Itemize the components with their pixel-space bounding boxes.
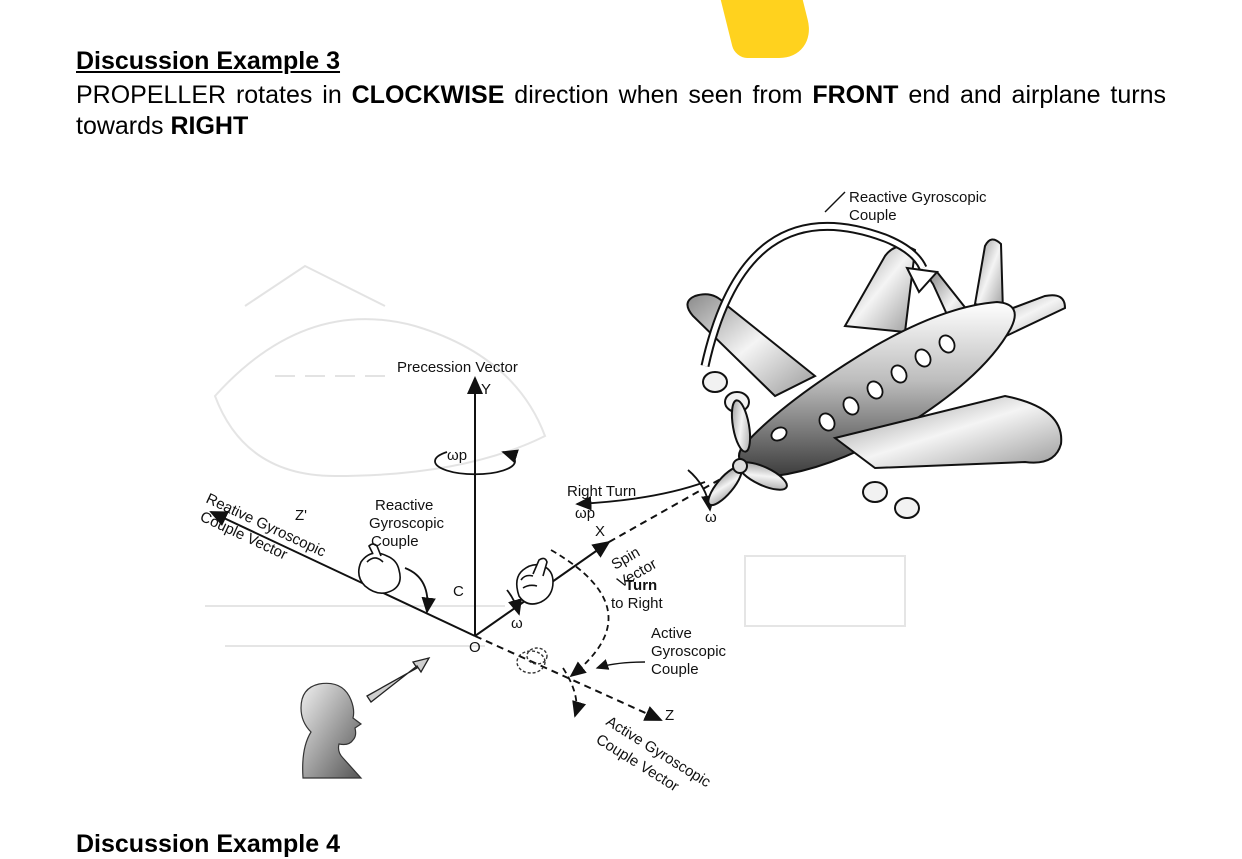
turn-to-right-label: Turn <box>625 577 657 594</box>
active-couple-label: Couple <box>651 661 699 678</box>
reactive-couple-top-label: Couple <box>849 207 897 224</box>
active-couple-swirl <box>516 647 548 674</box>
omega-p-label: ωp <box>447 447 467 464</box>
y-axis-label: Y <box>481 381 491 398</box>
active-couple-label: Active <box>651 625 692 642</box>
c-label: C <box>453 583 464 600</box>
statement-keyword: CLOCKWISE <box>351 81 505 109</box>
active-couple-arrow <box>562 667 587 718</box>
gyroscope-diagram: Reactive Gyroscopic Couple Precession Ve… <box>185 176 1085 808</box>
reactive-couple-label: Reactive <box>375 497 433 514</box>
z-prime-axis-line <box>209 511 476 637</box>
turn-to-right-label: to Right <box>611 595 664 612</box>
faded-background-sketch <box>205 264 906 647</box>
right-turn-label: Right Turn <box>567 483 636 500</box>
x-axis-label: X <box>595 523 605 540</box>
reactive-couple-curved-arrow <box>700 221 940 367</box>
z-prime-axis-label: Z' <box>295 507 307 524</box>
statement-text: end and airplane turns towards <box>76 81 1166 140</box>
statement-keyword: FRONT <box>812 81 899 109</box>
active-couple-pointer <box>595 659 646 670</box>
precession-vector-label: Precession Vector <box>397 359 518 376</box>
statement-text: direction when seen from <box>504 81 813 109</box>
section-heading: Discussion Example 3 <box>76 47 341 75</box>
next-section-heading: Discussion Example 4 <box>76 830 341 858</box>
origin-label: O <box>469 639 481 656</box>
omega-label: ω <box>511 615 523 632</box>
airplane-illustration <box>686 238 1067 519</box>
right-turn-arrow <box>575 481 706 511</box>
z-axis-label: Z <box>665 707 674 724</box>
viewing-direction-arrow <box>366 656 431 703</box>
spin-hand-icon <box>515 557 554 605</box>
diagram-canvas: Reactive Gyroscopic Couple Precession Ve… <box>197 189 1067 795</box>
reactive-couple-label: Gyroscopic <box>369 515 445 532</box>
statement-keyword: RIGHT <box>170 112 249 140</box>
reactive-couple-top-label: Reactive Gyroscopic <box>849 189 987 206</box>
spin-hand-arc <box>506 589 522 616</box>
propeller-spin-arrow <box>687 469 716 512</box>
turn-to-right-arc <box>550 549 610 678</box>
reactive-hand-icon <box>357 543 401 594</box>
label-leader-line <box>824 191 846 213</box>
omega-label: ω <box>705 509 717 526</box>
problem-statement: PROPELLER rotates in CLOCKWISE direction… <box>76 80 1166 142</box>
active-couple-label: Gyroscopic <box>651 643 727 660</box>
highlighter-mark <box>720 0 818 58</box>
omega-p-label: ωp <box>575 505 595 522</box>
statement-text: PROPELLER rotates in <box>76 81 352 109</box>
observer-silhouette <box>300 682 363 779</box>
precession-rotation-arrow <box>434 449 519 476</box>
reactive-couple-label: Couple <box>371 533 419 550</box>
reactive-couple-arc <box>404 567 436 614</box>
